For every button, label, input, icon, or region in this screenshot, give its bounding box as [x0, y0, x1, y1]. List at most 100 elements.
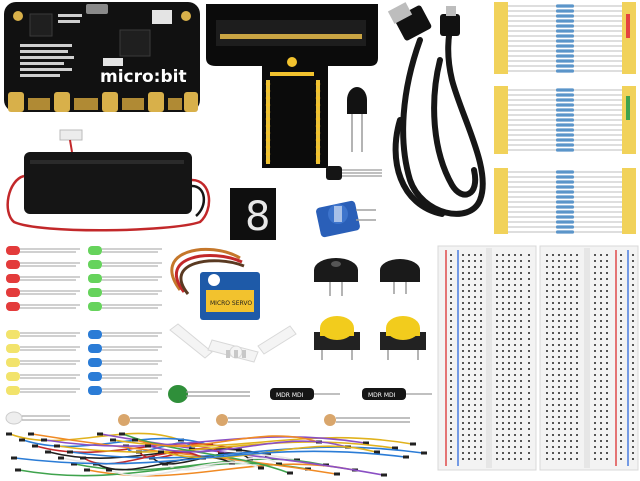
breadboard-hole — [462, 296, 464, 298]
breadboard-hole — [520, 320, 522, 322]
capacitor — [168, 385, 250, 403]
shield-pin — [265, 130, 271, 136]
breadboard-hole — [462, 302, 464, 304]
breadboard-hole — [462, 368, 464, 370]
breadboard-hole — [450, 440, 452, 442]
breadboard-hole — [468, 308, 470, 310]
breadboard-hole — [502, 374, 504, 376]
breadboard-hole — [496, 434, 498, 436]
jumper-wire — [96, 456, 232, 471]
breadboard-hole — [546, 380, 548, 382]
breadboard-hole — [514, 314, 516, 316]
breadboard-hole — [576, 308, 578, 310]
breadboard-hole — [594, 428, 596, 430]
breadboard-hole — [632, 416, 634, 418]
breadboard-hole — [552, 392, 554, 394]
breadboard-hole — [632, 374, 634, 376]
breadboard-hole — [576, 386, 578, 388]
breadboard-hole — [474, 320, 476, 322]
jumper-wire-end — [32, 444, 38, 448]
seven-segment-display: 8 — [230, 188, 276, 240]
breadboard-hole — [620, 440, 622, 442]
breadboard-hole — [620, 458, 622, 460]
breadboard-hole — [520, 380, 522, 382]
breadboard-hole — [514, 344, 516, 346]
breadboard-hole — [528, 452, 530, 454]
breadboard-hole — [594, 386, 596, 388]
breadboard-hole — [606, 434, 608, 436]
breadboard-hole — [552, 260, 554, 262]
breadboard-hole — [570, 308, 572, 310]
breadboard-hole — [496, 458, 498, 460]
breadboard-hole — [462, 314, 464, 316]
breadboard-hole — [600, 416, 602, 418]
breadboard-hole — [520, 332, 522, 334]
breadboard-hole — [570, 410, 572, 412]
breadboard-hole — [480, 404, 482, 406]
breadboard-hole — [480, 260, 482, 262]
jumper-wire — [31, 433, 337, 475]
breadboard-hole — [620, 314, 622, 316]
breadboard-hole — [514, 374, 516, 376]
jumper-wire-end — [54, 444, 60, 448]
breadboard-hole — [520, 350, 522, 352]
breadboard-hole — [496, 260, 498, 262]
servo-horns — [169, 323, 297, 363]
breadboard-hole — [496, 374, 498, 376]
led — [6, 260, 20, 269]
resistor — [556, 225, 574, 229]
breadboard-hole — [520, 398, 522, 400]
breadboard-hole — [474, 392, 476, 394]
breadboard-hole — [570, 314, 572, 316]
breadboard-hole — [576, 302, 578, 304]
jumper-wire — [14, 450, 406, 465]
led — [88, 302, 102, 311]
breadboard-hole — [502, 422, 504, 424]
breadboard-hole — [594, 380, 596, 382]
breadboard-hole — [552, 326, 554, 328]
breadboard-hole — [502, 260, 504, 262]
breadboard-hole — [502, 404, 504, 406]
jumper-wire — [70, 446, 424, 459]
led — [88, 260, 102, 269]
jumper-wire-end — [84, 468, 90, 472]
buzzer-active — [314, 258, 358, 296]
breadboard-hole — [520, 452, 522, 454]
screws — [226, 350, 246, 358]
breadboard-hole — [564, 338, 566, 340]
breadboard-hole — [496, 338, 498, 340]
breadboard-hole — [480, 422, 482, 424]
jumper-wire-end — [410, 442, 416, 446]
breadboard-hole — [514, 254, 516, 256]
resistor-tape-right — [622, 168, 636, 234]
breadboard-hole — [564, 308, 566, 310]
breadboard-hole — [600, 404, 602, 406]
breadboard-hole — [474, 416, 476, 418]
breadboard-hole — [546, 290, 548, 292]
breadboard-hole — [620, 356, 622, 358]
breadboard-hole — [558, 254, 560, 256]
shield-pin — [265, 151, 271, 157]
breadboard-hole — [520, 440, 522, 442]
breadboard-hole — [632, 254, 634, 256]
breadboard-hole — [496, 302, 498, 304]
breadboard-hole — [496, 362, 498, 364]
breadboard-hole — [606, 446, 608, 448]
breadboard-hole — [570, 428, 572, 430]
breadboard-hole — [546, 320, 548, 322]
breadboard-hole — [450, 338, 452, 340]
breadboard-hole — [514, 338, 516, 340]
breadboard-hole — [576, 284, 578, 286]
breadboard-hole — [520, 374, 522, 376]
breadboard-hole — [620, 296, 622, 298]
breadboard-hole — [620, 416, 622, 418]
breadboard-hole — [564, 398, 566, 400]
breadboard-hole — [508, 338, 510, 340]
breadboard-hole — [480, 374, 482, 376]
breadboard-hole — [450, 428, 452, 430]
breadboard-hole — [496, 386, 498, 388]
breadboard-hole — [632, 434, 634, 436]
breadboard-hole — [520, 272, 522, 274]
breadboard-hole — [632, 278, 634, 280]
breadboard-hole — [528, 458, 530, 460]
